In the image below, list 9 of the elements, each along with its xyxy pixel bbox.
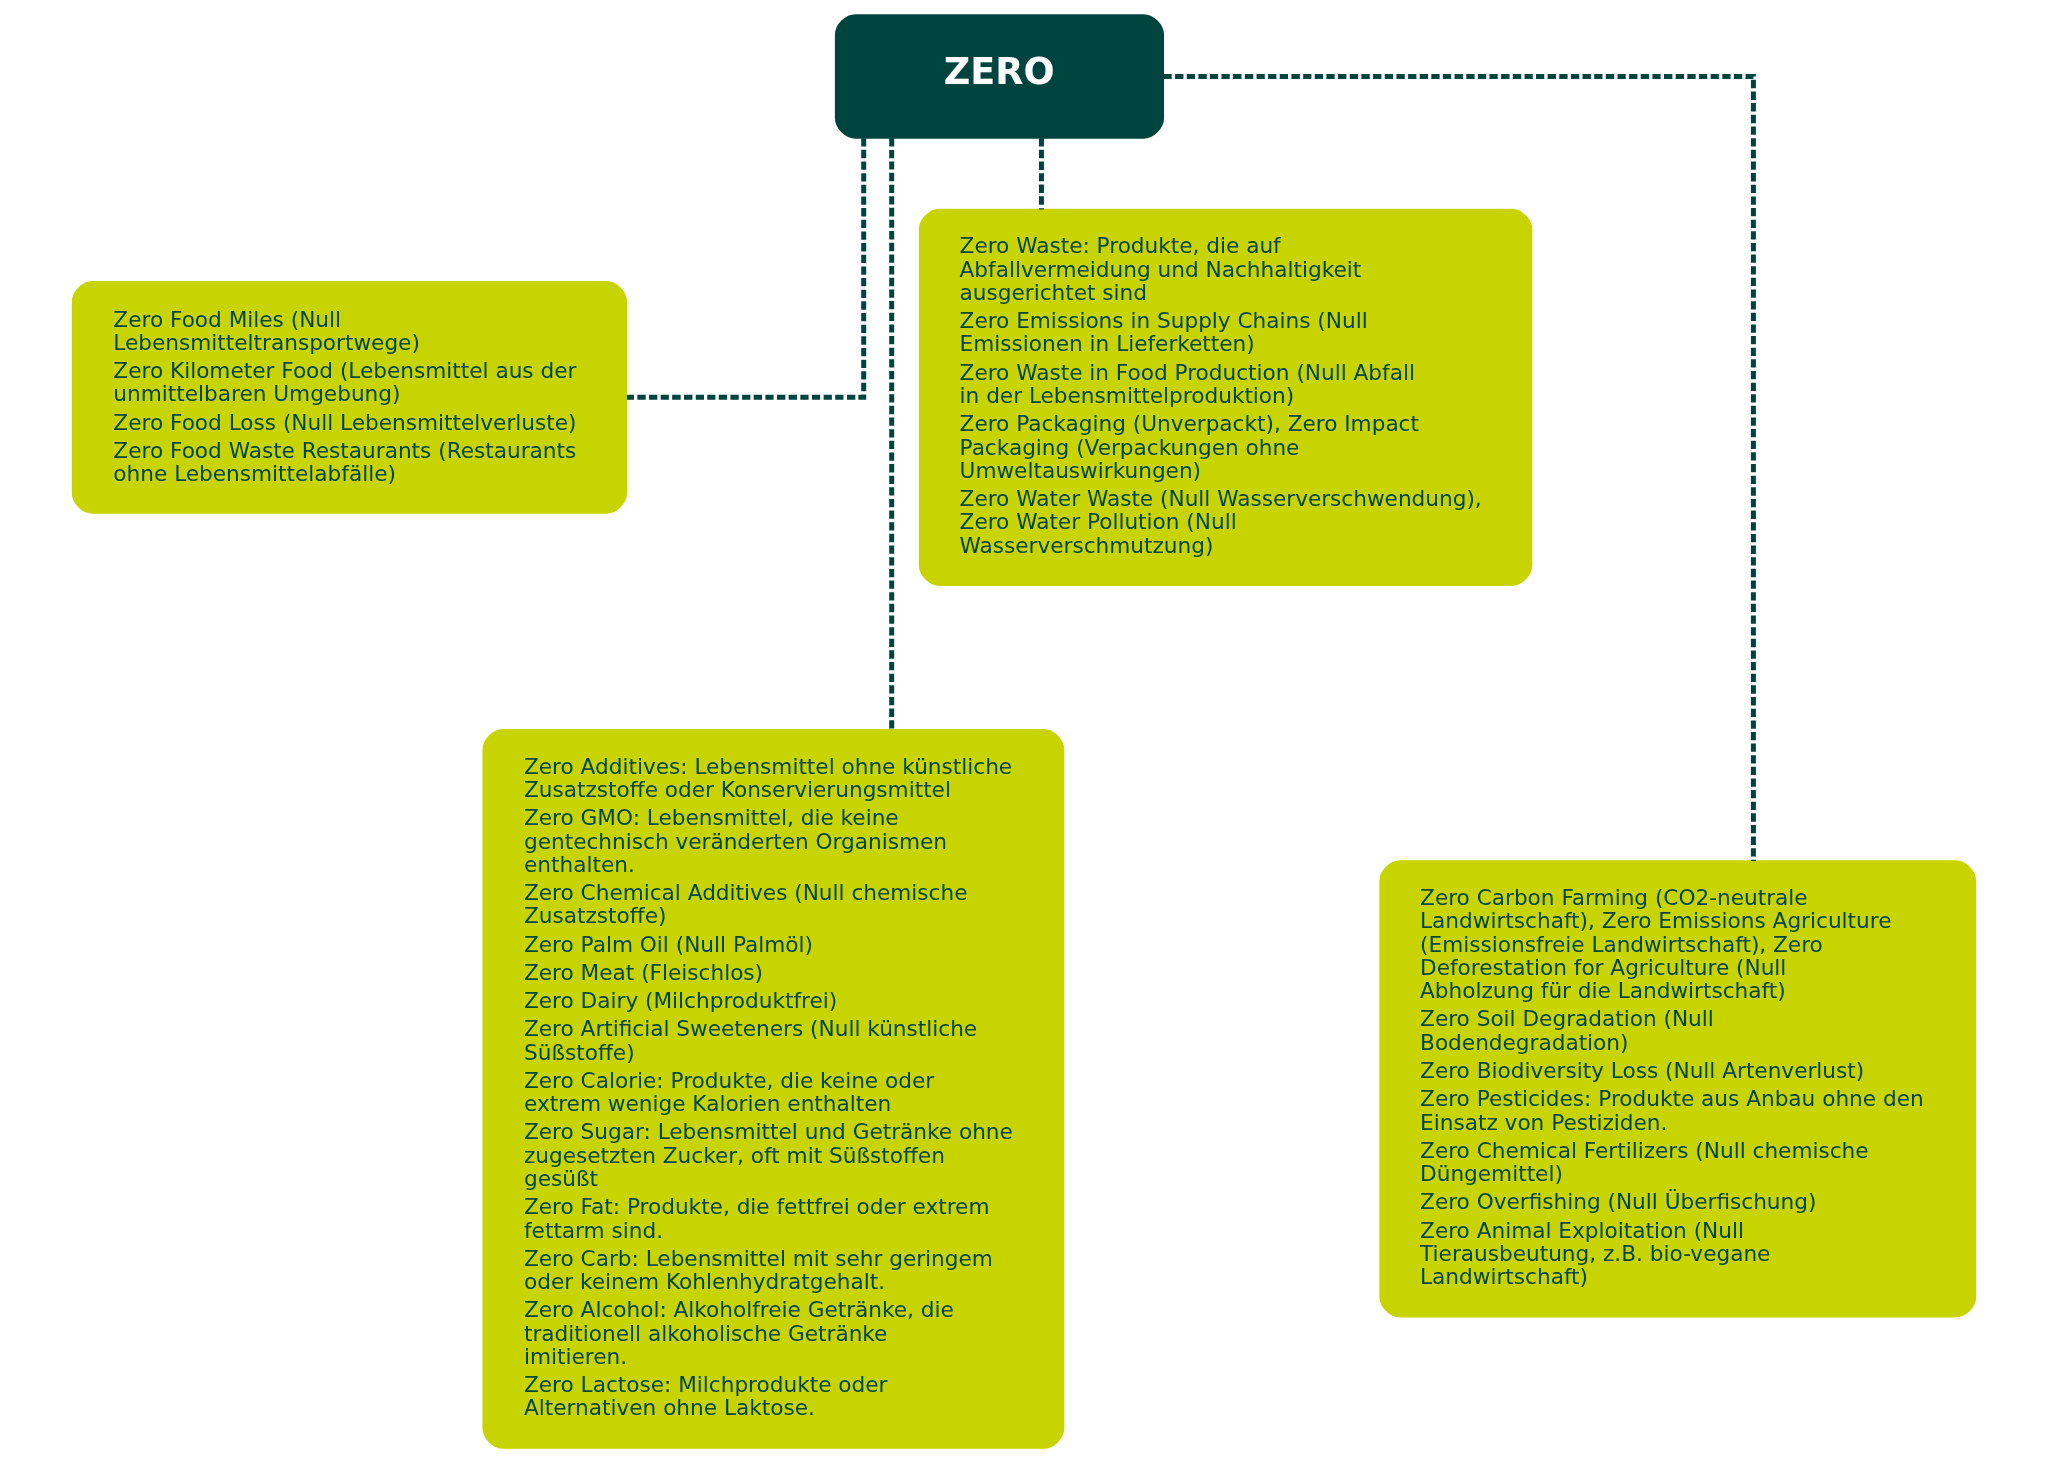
connector [1038,138,1044,210]
connector [626,138,867,400]
node-box: ZERO [834,14,1165,139]
node-box: Zero Carbon Farming (CO2-neutrale Landwirtschaft), Zero Emissions Agriculture (Emissionsfreie Landwirtschaft), Zero Deforestation for Agriculture (Null Abholzung für die Landwirtschaft) Zero Soil Degradation (Null Bodendegradation) Zero Biodiversity Loss (Null Artenverlust) Zero Pesticides: Produkte aus Anbau ohne den Einsatz von Pestiziden. Zero Chemical Fertilizers (Null chemische Düngemittel) Zero Overfishing (Null Überfischung) Zero Animal Exploitation (Null Tierausbeutung, z.B. bio-vegane Landwirtschaft) [1379,860,1977,1318]
connector [1163,74,1756,862]
node-box: Zero Additives: Lebensmittel ohne künstliche Zusatzstoffe oder Konservierungsmittel Zero GMO: Lebensmittel, die keine gentechnisch veränderten Organismen enthalten. Zero Chemical Additives (Null chemische Zusatzstoffe) Zero Palm Oil (Null Palmöl) Zero Meat (Fleischlos) Zero Dairy (Milchproduktfrei) Zero Artificial Sweeteners (Null künstliche Süßstoffe) Zero Calorie: Produkte, die keine oder extrem wenige Kalorien enthalten Zero Sugar: Lebensmittel und Getränke ohne zugesetzten Zucker, oft mit Süßstoffen gesüßt Zero Fat: Produkte, die fettfrei oder extrem fettarm sind. Zero Carb: Lebensmittel mit sehr geringem oder keinem Kohlenhydratgehalt. Zero Alcohol: Alkoholfreie Getränke, die traditionell alkoholische Getränke imitieren. Zero Lactose: Milchprodukte oder Alternativen ohne Laktose. [482,729,1065,1449]
node-box: Zero Waste: Produkte, die auf Abfallvermeidung und Nachhaltigkeit ausgerichtet sind Zero Emissions in Supply Chains (Null Emissionen in Lieferketten) Zero Waste in Food Production (Null Abfall in der Lebensmittelproduktion) Zero Packaging (Unverpackt), Zero Impact Packaging (Verpackungen ohne Umweltauswirkungen) Zero Water Waste (Null Wasserverschwendung), Zero Water Pollution (Null Wasserverschmutzung) [918,208,1533,587]
node-box: Zero Food Miles (Null Lebensmitteltransportwege) Zero Kilometer Food (Lebensmittel aus der unmittelbaren Umgebung) Zero Food Loss (Null Lebensmittelverluste) Zero Food Waste Restaurants (Restaurants ohne Lebensmittelabfälle) [71,280,628,514]
connector [889,138,895,730]
